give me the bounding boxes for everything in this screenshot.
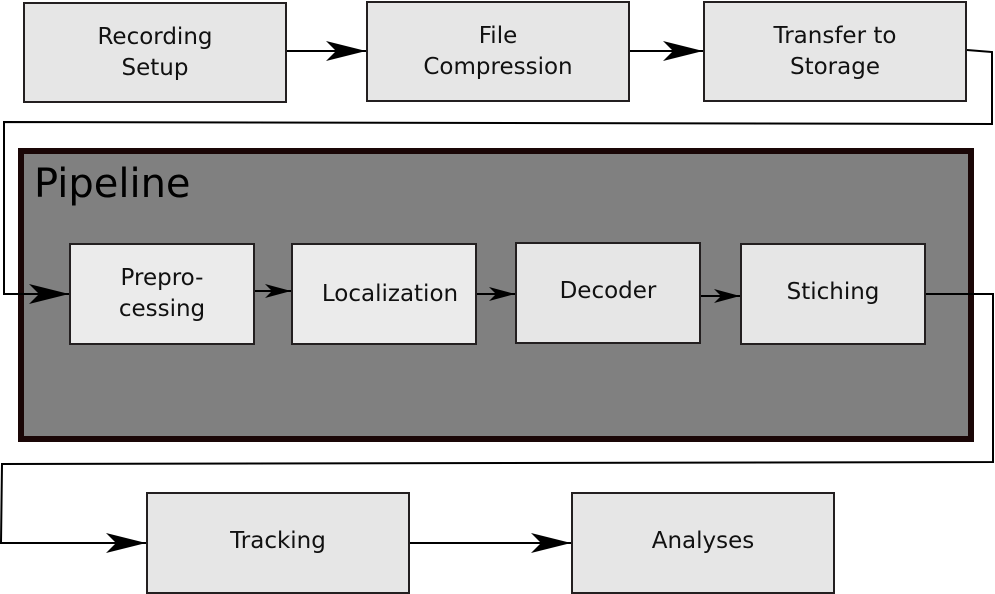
file-compression-box: File Compression <box>366 1 630 102</box>
analyses-box: Analyses <box>571 492 835 594</box>
decoder-box: Decoder <box>515 242 701 344</box>
connector-transfer-to-preprocessing <box>3 49 993 304</box>
tracking-box: Tracking <box>146 492 410 594</box>
transfer-to-storage-box: Transfer to Storage <box>703 1 967 102</box>
localization-box: Localization <box>291 243 477 345</box>
recording-setup-box: Recording Setup <box>23 2 287 103</box>
preprocessing-box: Prepro- cessing <box>69 243 255 345</box>
stiching-box: Stiching <box>740 243 926 345</box>
pipeline-title: Pipeline <box>34 161 191 207</box>
connector-stiching-to-tracking <box>0 293 994 553</box>
